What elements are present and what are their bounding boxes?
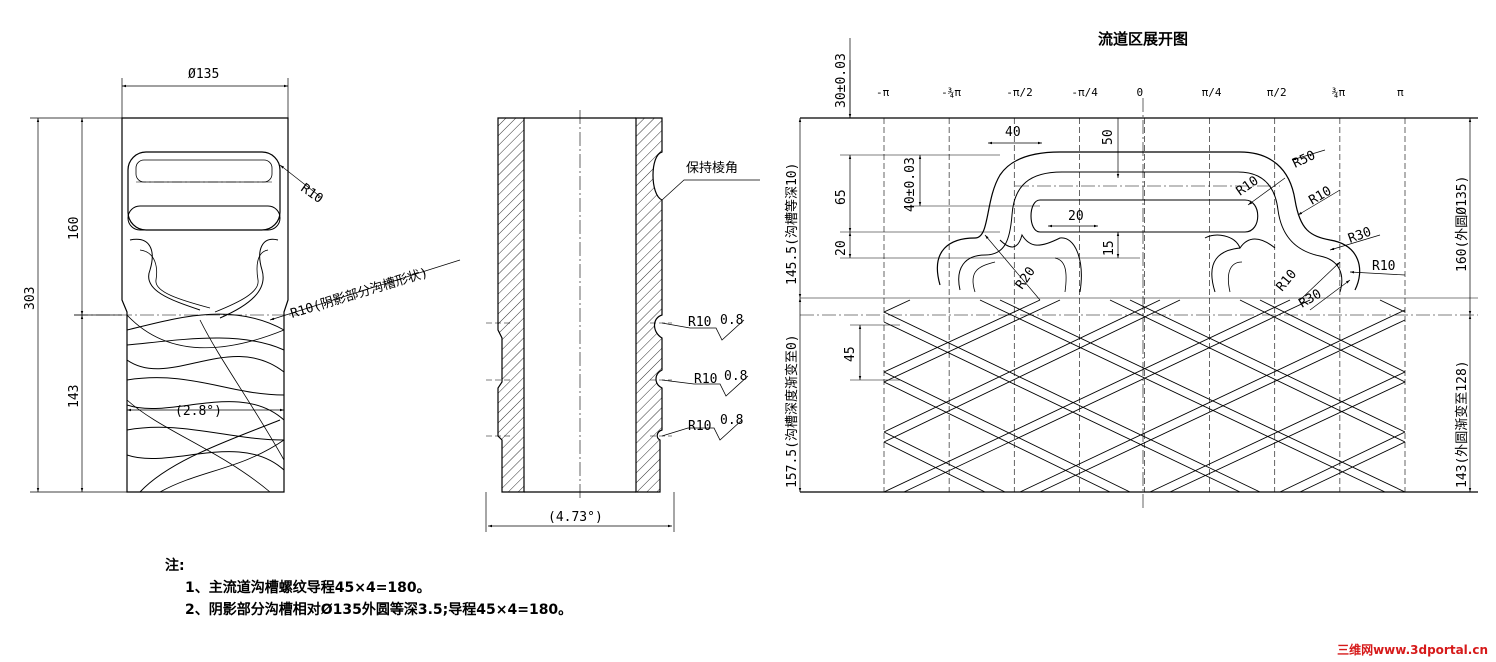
dim-r30-a: R30 <box>1346 225 1373 247</box>
helical-grooves <box>883 299 1406 493</box>
dim-right-bottom: 143(外圆渐变至128) <box>1454 360 1470 488</box>
pi-tick-label: -π/4 <box>1071 86 1098 99</box>
dim-r50: R50 <box>1290 148 1318 172</box>
left-wall-hatch <box>497 117 525 493</box>
left-h-bottom-label: 143 <box>67 385 82 408</box>
development-title: 流道区展开图 <box>1098 30 1188 48</box>
left-r10-label: R10 <box>298 181 326 207</box>
development-view <box>798 38 1478 510</box>
pi-tick-label: ¾π <box>1332 86 1346 99</box>
left-angle-label: (2.8°) <box>175 404 222 419</box>
section-groove-r-3: R10 <box>688 419 711 434</box>
right-wall-hatch <box>635 117 663 493</box>
left-dia-label: Ø135 <box>188 67 219 82</box>
pi-tick-label: π/2 <box>1267 86 1287 99</box>
top-groove <box>127 151 281 231</box>
pi-tick-label: π <box>1397 86 1404 99</box>
section-angle-label: (4.73°) <box>548 510 603 525</box>
main-channel-outer <box>936 151 1361 291</box>
pi-tick-label: π/4 <box>1202 86 1222 99</box>
section-groove-r-2: R10 <box>694 372 717 387</box>
dim-20-left: 20 <box>834 240 849 256</box>
dim-r10-c: R10 <box>1274 267 1301 295</box>
left-body-outline <box>121 117 289 493</box>
section-roughness-1: 0.8 <box>720 313 743 328</box>
left-h-total-label: 303 <box>23 287 38 310</box>
section-roughness-3: 0.8 <box>720 413 743 428</box>
section-groove-r-1: R10 <box>688 315 711 330</box>
dim-15: 15 <box>1102 240 1117 256</box>
pi-tick-label: -π/2 <box>1006 86 1033 99</box>
section-view <box>485 110 760 532</box>
left-r10-shadow-label: R10(阴影部分沟槽形状) <box>289 266 430 322</box>
dim-20-inner: 20 <box>1068 209 1084 224</box>
dim-right-top: 160(外圆Ø135) <box>1455 176 1470 272</box>
left-view <box>30 78 461 493</box>
watermark: 三维网www.3dportal.cn <box>1337 643 1488 657</box>
dim-40-width: 40 <box>1005 125 1021 140</box>
dim-r10-b: R10 <box>1307 184 1335 209</box>
pi-tick-labels: -π -¾π -π/2 -π/4 0 π/4 π/2 ¾π π <box>876 86 1404 99</box>
note-item-2: 2、阴影部分沟槽相对Ø135外圆等深3.5;导程45×4=180。 <box>185 602 573 618</box>
note-item-1: 1、主流道沟槽螺纹导程45×4=180。 <box>185 580 431 596</box>
dim-50: 50 <box>1101 129 1116 145</box>
dim-30-tol: 30±0.03 <box>834 53 849 108</box>
dim-40-tol: 40±0.03 <box>903 157 918 212</box>
dim-r30-b: R30 <box>1297 287 1325 312</box>
dim-r10-d: R10 <box>1372 259 1395 274</box>
section-roughness-2: 0.8 <box>724 369 747 384</box>
dim-left-top: 145.5(沟槽等深10) <box>784 163 800 285</box>
dim-r20: R20 <box>1013 264 1039 292</box>
dim-45: 45 <box>843 346 858 362</box>
pi-tick-label: -π <box>876 86 890 99</box>
left-h-top-label: 160 <box>67 217 82 240</box>
pi-tick-label: -¾π <box>941 86 961 99</box>
dim-65: 65 <box>834 189 849 205</box>
notes-block: 注: 1、主流道沟槽螺纹导程45×4=180。 2、阴影部分沟槽相对Ø135外圆… <box>165 555 572 621</box>
notes-heading: 注: <box>165 558 185 574</box>
pi-tick-label: 0 <box>1137 86 1144 99</box>
section-corner-note: 保持棱角 <box>686 160 738 176</box>
dim-r10-a: R10 <box>1234 174 1262 200</box>
dim-left-bottom: 157.5(沟槽深度渐变至0) <box>784 334 800 488</box>
